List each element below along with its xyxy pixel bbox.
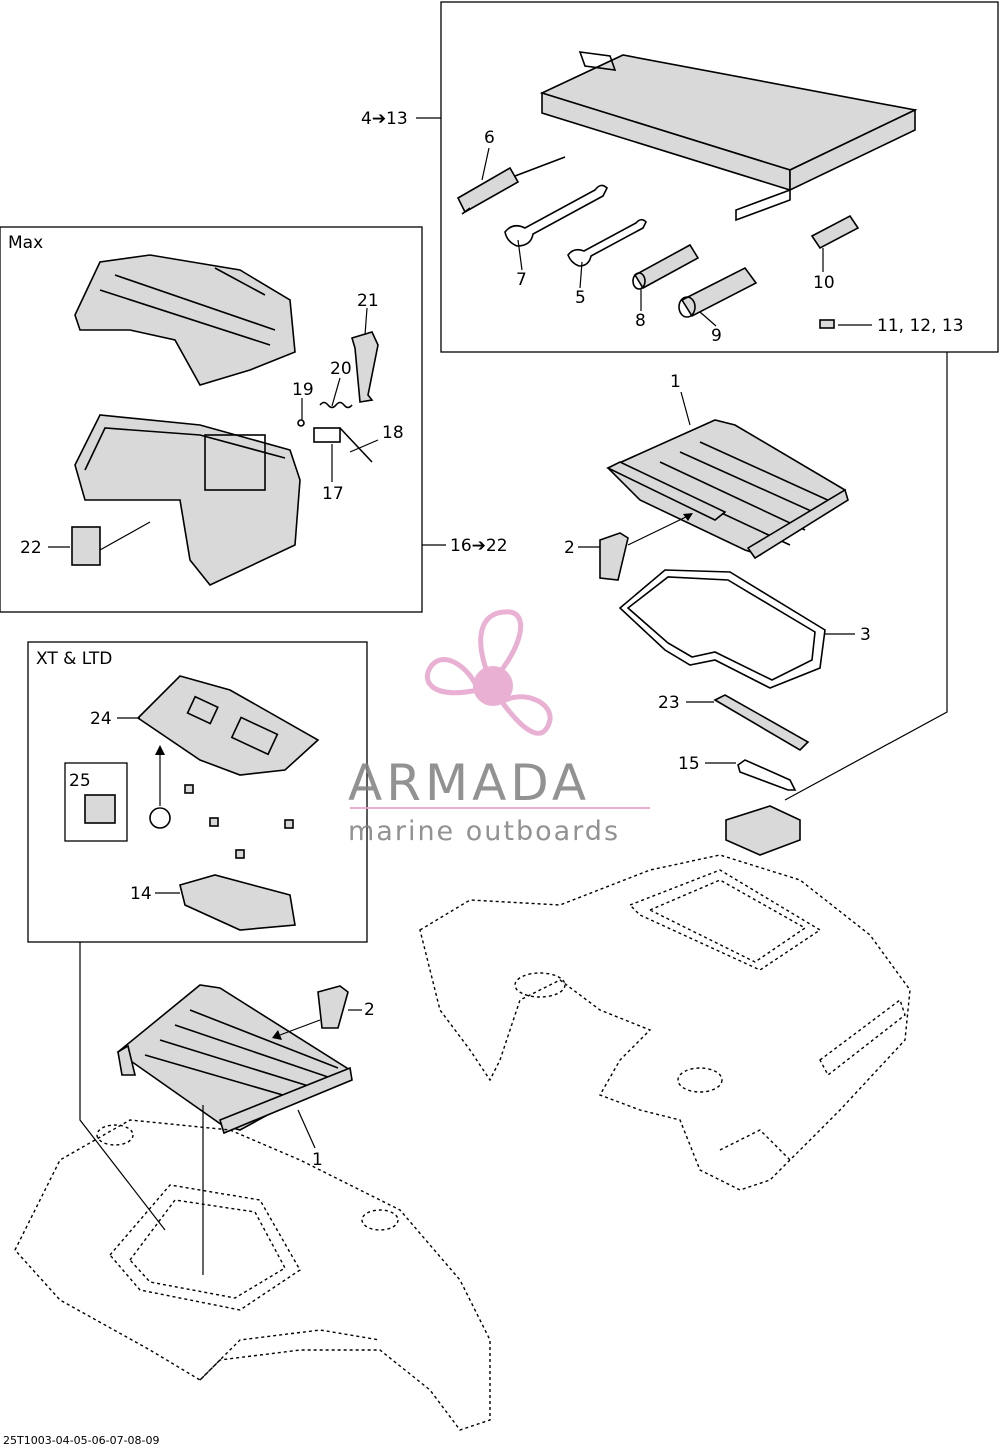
- callout-25: 25: [69, 771, 91, 791]
- xt-ltd-label: XT & LTD: [36, 649, 112, 669]
- max-frame: [0, 226, 423, 613]
- callout-16-22: 16➔22: [450, 536, 508, 556]
- gasket: [618, 569, 826, 689]
- callout-2-bottom: 2: [364, 1000, 375, 1020]
- callout-10: 10: [813, 273, 835, 293]
- latch-22: [71, 526, 101, 566]
- propeller-logo: [425, 609, 553, 736]
- callout-22: 22: [20, 538, 42, 558]
- callout-15: 15: [678, 754, 700, 774]
- bracket-2-upper: [599, 532, 629, 581]
- screwdriver: [456, 156, 566, 215]
- rear-body-left: [14, 1119, 491, 1431]
- diagram-code: 25T1003-04-05-06-07-08-09: [3, 1434, 160, 1447]
- callout-3: 3: [860, 625, 871, 645]
- callout-4-13: 4➔13: [361, 109, 408, 129]
- fuse-set: [819, 319, 835, 329]
- box-wrench-large: [678, 266, 758, 318]
- callout-5: 5: [575, 288, 586, 308]
- toolkit-box: 6 7 5 8 9 10 11, 12, 13 4➔13: [361, 1, 999, 353]
- callout-24: 24: [90, 709, 112, 729]
- callout-18: 18: [382, 423, 404, 443]
- watermark-brand: ARMADA: [348, 754, 590, 812]
- toolkit-leader: [784, 352, 948, 801]
- support-bar: [713, 694, 810, 752]
- callout-21: 21: [357, 291, 379, 311]
- callout-20: 20: [330, 359, 352, 379]
- fuse-holder: [810, 214, 860, 250]
- storage-plate: [136, 675, 320, 776]
- bracket-2-lower: [317, 985, 349, 1029]
- tool-tube: [725, 805, 801, 856]
- callout-2-top: 2: [564, 538, 575, 558]
- callout-7: 7: [516, 270, 527, 290]
- callout-1-top: 1: [670, 372, 681, 392]
- callout-14: 14: [130, 884, 152, 904]
- callout-1-bottom: 1: [312, 1150, 323, 1170]
- callout-11-13: 11, 12, 13: [877, 316, 964, 336]
- strap: [737, 759, 797, 791]
- toolkit-frame: [440, 1, 999, 353]
- latch-assembly: [297, 331, 379, 463]
- storage-bin: [74, 414, 301, 586]
- xt-ltd-frame: [27, 641, 368, 943]
- callout-6: 6: [484, 128, 495, 148]
- box-wrench-small: [632, 243, 700, 290]
- wrench-small: [567, 218, 647, 267]
- max-box: Max: [0, 226, 508, 613]
- callout-19: 19: [292, 380, 314, 400]
- harness: [179, 874, 296, 931]
- callout-8: 8: [635, 311, 646, 331]
- rack-upper: [606, 419, 849, 560]
- xt-ltd-box: XT & LTD 24 25 14: [27, 641, 368, 943]
- watermark-tagline: marine outboards: [348, 816, 620, 847]
- tool-bag: [539, 51, 918, 222]
- callout-9: 9: [711, 326, 722, 346]
- clip-detail-circle: [149, 807, 171, 829]
- small-clips: [184, 784, 294, 859]
- wrench-large: [504, 184, 608, 247]
- armada-watermark: ARMADA marine outboards: [348, 609, 650, 847]
- callout-23: 23: [658, 693, 680, 713]
- storage-lid: [74, 254, 296, 386]
- callout-17: 17: [322, 484, 344, 504]
- max-label: Max: [8, 233, 43, 253]
- clip-25: [84, 794, 116, 824]
- xt-leader: [79, 942, 166, 1231]
- clip-inset: [64, 762, 128, 842]
- rear-body-right: [419, 854, 911, 1191]
- rack-lower: [116, 984, 353, 1135]
